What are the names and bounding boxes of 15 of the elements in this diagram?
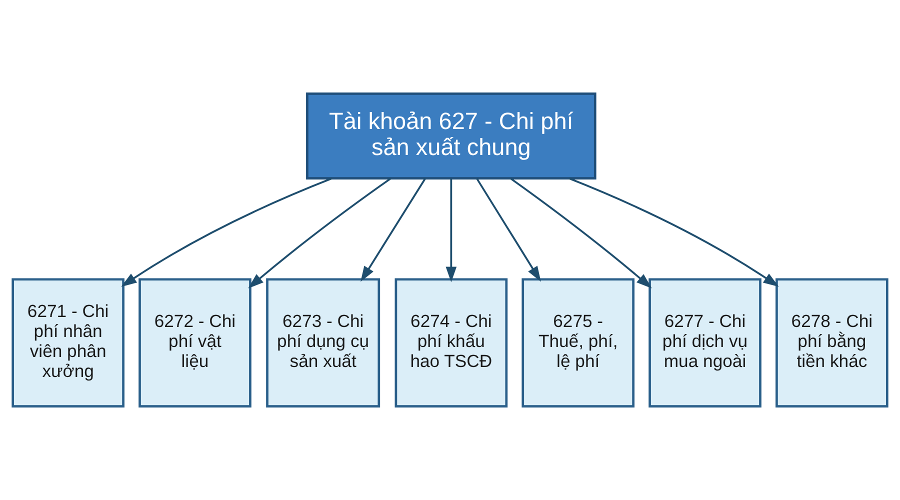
arrow [360,178,426,282]
arrow [248,178,392,288]
arrow [510,178,652,288]
node-box: 6271 - Chi phí nhân viên phân xưởng [12,278,124,408]
node-box: 6272 - Chi phí vật liệu [138,278,252,408]
node-box: 6277 - Chi phí dịch vụ mua ngoài [648,278,762,408]
node-box: 6278 - Chi phí bằng tiền khác [776,278,888,408]
arrow [121,178,332,287]
node-box: 6275 - Thuế, phí, lệ phí [522,278,634,408]
arrow [568,178,779,287]
node-box: 6274 - Chi phí khấu hao TSCĐ [394,278,508,408]
node-box: Tài khoản 627 - Chi phí sản xuất chung [306,92,596,180]
arrow [446,178,457,282]
arrow [476,178,541,282]
node-box: 6273 - Chi phí dụng cụ sản xuất [266,278,380,408]
